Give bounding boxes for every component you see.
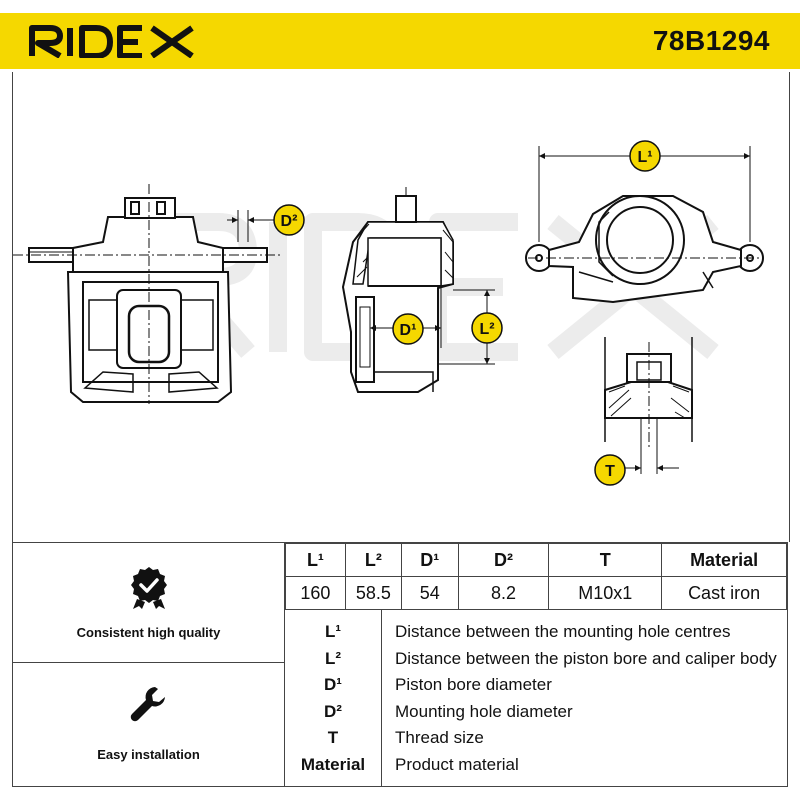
value-material: Cast iron: [661, 576, 787, 610]
feature-installation: Easy installation: [13, 663, 285, 786]
definition-key: T: [327, 728, 339, 747]
caliper-side-section: [341, 187, 495, 393]
svg-text:L¹: L¹: [637, 149, 652, 166]
value-l1: 160: [285, 576, 346, 610]
spec-section: Consistent high quality Easy installatio…: [12, 542, 788, 787]
definition-text: Distance between the piston bore and cal…: [395, 649, 777, 668]
header-l1: L¹: [285, 543, 346, 577]
header-bar: 78B1294: [0, 13, 800, 69]
definition-text: Thread size: [395, 728, 484, 747]
dimensions-header-row: L¹ L² D¹ D² T Material: [285, 543, 787, 577]
caliper-front-view: [13, 184, 283, 404]
value-t: M10x1: [548, 576, 663, 610]
value-d1: 54: [400, 576, 459, 610]
feature-installation-label: Easy installation: [97, 747, 200, 762]
definition-row: T Thread size: [285, 725, 789, 751]
dimensions-value-row: 160 58.5 54 8.2 M10x1 Cast iron: [285, 576, 787, 610]
header-d1: D¹: [400, 543, 459, 577]
callout-l1: L¹: [629, 140, 661, 172]
callout-t: T: [594, 454, 626, 486]
thread-detail: [604, 337, 693, 474]
caliper-rear-view: [525, 146, 764, 304]
svg-text:T: T: [605, 463, 615, 480]
definition-row: Material Product material: [285, 752, 789, 778]
callout-l2: L²: [471, 312, 503, 344]
definition-row: D¹ Piston bore diameter: [285, 672, 789, 698]
wrench-icon: [130, 687, 165, 722]
definition-text: Piston bore diameter: [395, 675, 552, 694]
header-t: T: [548, 543, 663, 577]
definition-key: D²: [324, 702, 342, 721]
definition-row: L² Distance between the piston bore and …: [285, 646, 789, 672]
callout-d1: D¹: [392, 313, 424, 345]
definition-row: D² Mounting hole diameter: [285, 699, 789, 725]
definition-key: Material: [300, 755, 366, 774]
value-l2: 58.5: [344, 576, 402, 610]
header-d2: D²: [457, 543, 550, 577]
svg-text:L²: L²: [479, 321, 494, 338]
value-d2: 8.2: [457, 576, 550, 610]
callout-d2: D²: [273, 204, 305, 236]
definition-key: L¹: [324, 622, 342, 641]
svg-text:D¹: D¹: [400, 322, 417, 339]
definition-text: Mounting hole diameter: [395, 702, 573, 721]
definitions-list: L¹ Distance between the mounting hole ce…: [285, 609, 789, 786]
header-l2: L²: [344, 543, 402, 577]
quality-badge-icon: [130, 567, 167, 609]
feature-quality-label: Consistent high quality: [76, 625, 221, 640]
definition-key: L²: [324, 649, 342, 668]
dimensions-table: L¹ L² D¹ D² T Material 160 58.5 54 8.2 M…: [285, 543, 787, 610]
feature-quality: Consistent high quality: [13, 543, 285, 663]
definition-key: D¹: [324, 675, 342, 694]
definition-text: Distance between the mounting hole centr…: [395, 622, 731, 641]
ridex-logo: [29, 25, 194, 58]
caliper-drawing: D² D¹ L² L¹ T: [13, 140, 764, 486]
definition-text: Product material: [395, 755, 519, 774]
part-number: 78B1294: [652, 25, 770, 56]
technical-drawing: D² D¹ L² L¹ T: [12, 72, 790, 542]
svg-text:D²: D²: [281, 213, 298, 230]
definition-row: L¹ Distance between the mounting hole ce…: [285, 619, 789, 645]
definitions-divider: [381, 609, 382, 786]
header-material: Material: [661, 543, 787, 577]
